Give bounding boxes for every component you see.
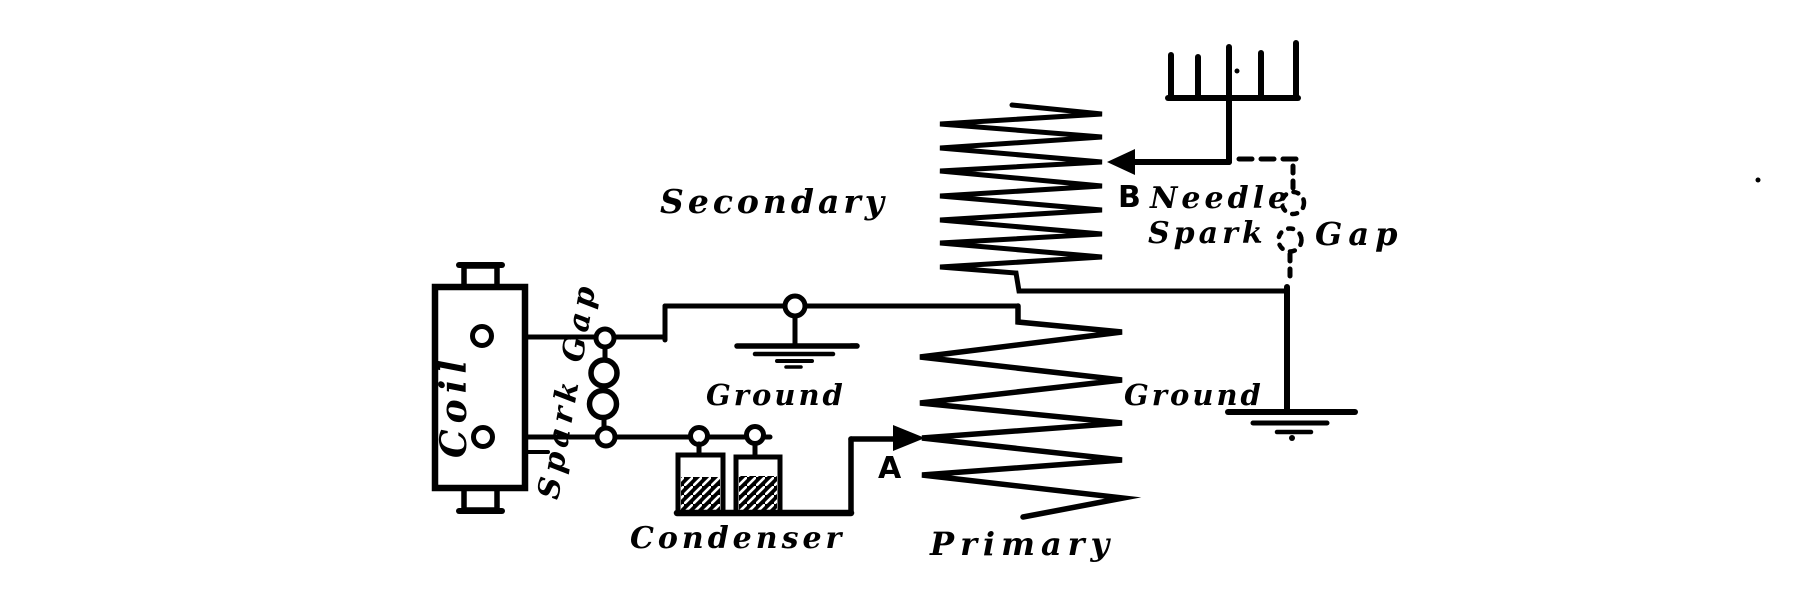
earth-ground-right [1225, 409, 1358, 441]
condenser-return-wire [673, 425, 925, 517]
spark-ball-upper [588, 357, 620, 389]
earth-dot [1289, 435, 1295, 441]
spark-gap-balls [586, 326, 620, 449]
condenser-dielectric-right [739, 476, 777, 510]
label-spark-gap: Spark Gap [531, 279, 604, 502]
label-point-a: A [878, 451, 902, 486]
arrowhead-left-b [1107, 149, 1135, 175]
coil-post-bottom [461, 485, 500, 513]
speck-right [1755, 177, 1761, 183]
spark-ball-lower [586, 387, 620, 421]
label-point-b: B [1118, 180, 1141, 215]
spark-terminal-bottom [594, 425, 618, 449]
label-needle-word1: Needle [1149, 181, 1291, 216]
aerial-speck [1234, 68, 1240, 74]
label-condenser: Condenser [630, 521, 845, 556]
coil-terminal-bottom [471, 425, 495, 449]
condenser [675, 424, 783, 516]
needle-ball-upper [1279, 189, 1307, 217]
condenser-node-right [744, 424, 766, 446]
needle-spark-gap [1236, 156, 1307, 287]
primary-zigzag [919, 303, 1142, 520]
condenser-dielectric-left [681, 477, 720, 510]
coil-terminal-top [470, 324, 494, 348]
label-needle-word3: Gap [1315, 215, 1403, 253]
label-secondary: Secondary [660, 182, 888, 221]
secondary-coil [939, 102, 1290, 294]
coil-box [431, 283, 529, 492]
label-coil: Coil [433, 354, 475, 458]
label-ground-right: Ground [1124, 378, 1264, 412]
spark-terminal-top [593, 326, 617, 350]
arrowhead-right-a [893, 425, 925, 451]
induction-coil [431, 262, 529, 514]
tap-node [782, 293, 808, 319]
primary-coil [919, 303, 1142, 520]
label-ground-center: Ground [706, 378, 846, 412]
ground-tap [782, 293, 808, 348]
label-needle-word2: Spark [1148, 216, 1267, 251]
aerial-lead-arrow-b [1107, 149, 1232, 175]
aerial [1165, 40, 1301, 165]
earth-ground-center [734, 343, 860, 369]
label-primary: Primary [929, 525, 1115, 563]
needle-ball-lower [1276, 226, 1304, 254]
secondary-zigzag [939, 102, 1290, 294]
